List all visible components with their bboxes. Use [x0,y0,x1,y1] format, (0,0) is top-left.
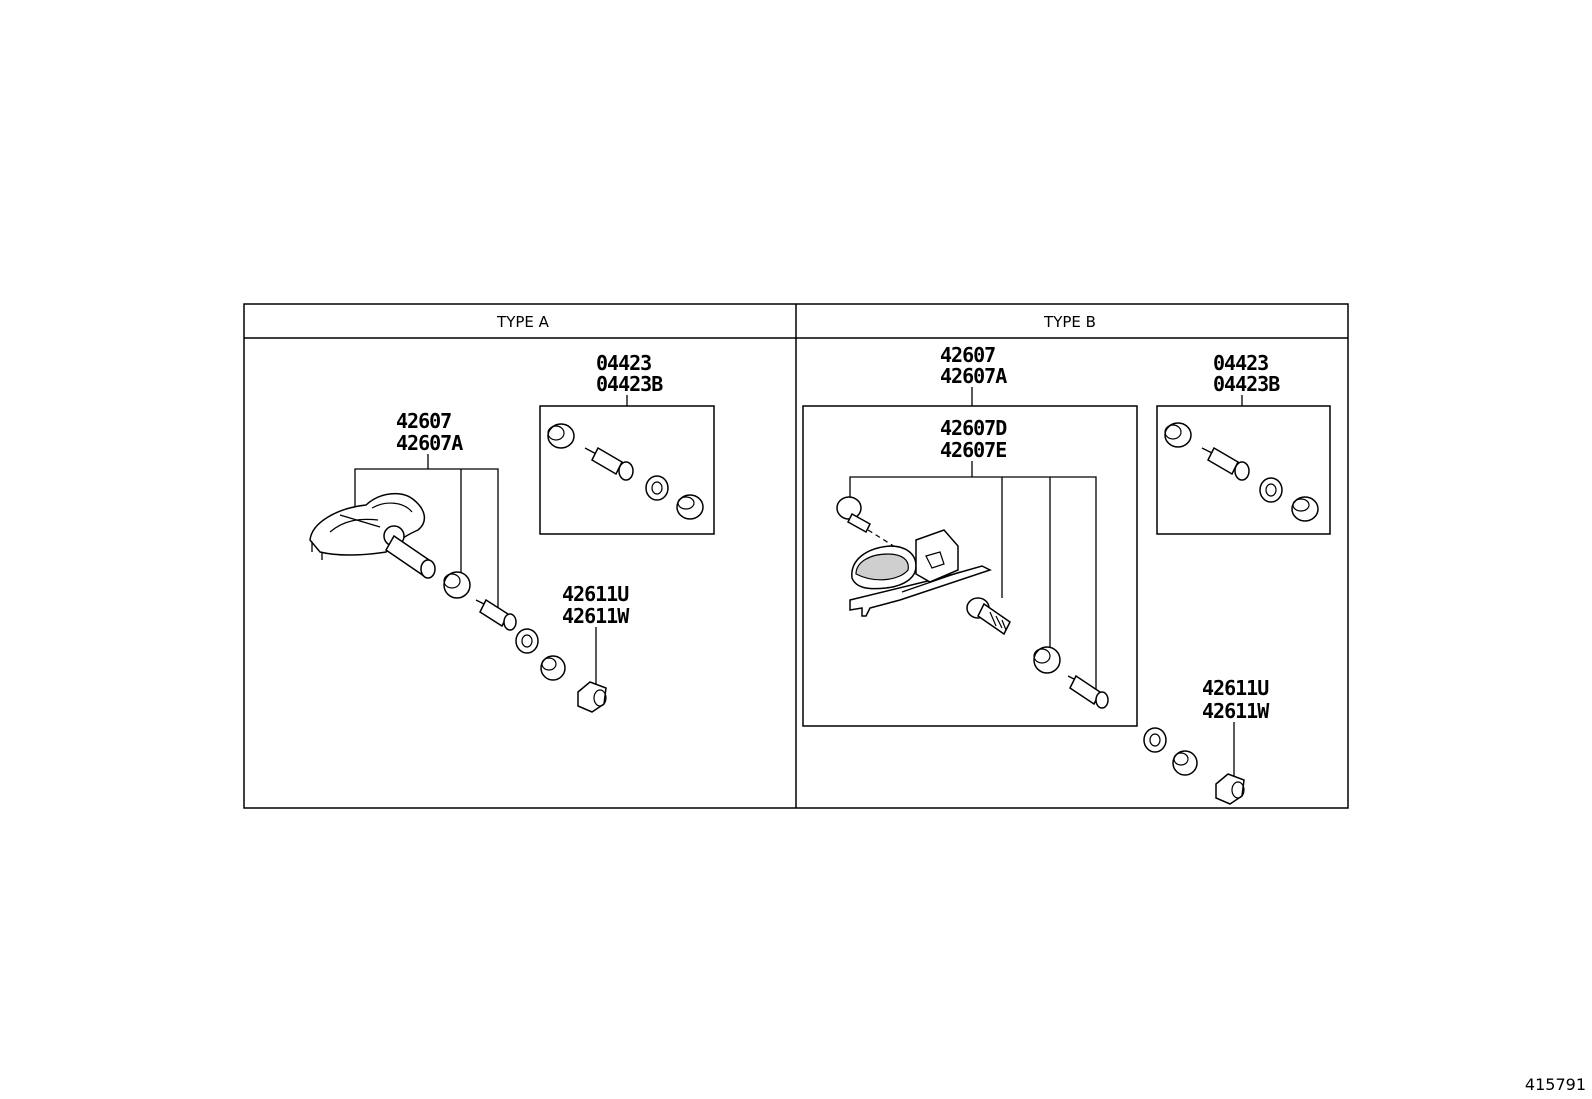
type-b-cap-label-1: 42611U [1202,676,1268,700]
type-b-nut [1172,750,1198,776]
type-a-washer [515,628,539,654]
diagram-frame [243,303,1349,809]
type-a-valve-kit-label-1: 04423 [596,351,651,375]
type-a-cap-label-2: 42611W [562,604,630,628]
type-a-valve-kit-grommet [547,423,575,449]
type-b-valve-kit-grommet [1164,422,1192,448]
type-a-valve-cap [577,681,607,713]
type-b-washer [1143,727,1167,753]
type-b-cap-label-2: 42611W [1202,699,1270,723]
type-b-valve-cap [1215,773,1245,805]
type-b-valve-kit-washer [1259,477,1283,503]
type-a-valve-core [475,598,517,631]
type-b-valve-kit-core [1201,446,1250,481]
type-a-sensor-label-1: 42607 [396,409,451,433]
type-a-panel: 04423 04423B 42607 42607A [309,351,715,713]
type-a-valve-kit-box [539,405,715,535]
figure-id: 415791 [1525,1075,1586,1094]
type-a-valve-kit-label-2: 04423B [596,372,663,396]
type-b-header: TYPE B [1043,313,1096,331]
type-b-sensor-box [802,405,1138,727]
type-b-grommet [1033,646,1061,674]
type-a-valve-kit-core [584,446,634,481]
type-a-grommet [443,571,471,599]
type-a-tpms-sensor [309,493,436,579]
type-a-nut [540,655,566,681]
type-b-sub-label-2: 42607E [940,438,1006,462]
type-b-panel: 42607 42607A 42607D 42607E [802,343,1331,805]
type-b-valve-core [1067,674,1109,709]
type-b-valve-stem [966,597,1011,636]
type-a-sensor-label-2: 42607A [396,431,463,455]
type-b-sensor-label-1: 42607 [940,343,995,367]
type-b-screw [836,496,901,551]
type-b-tpms-sensor [849,529,992,617]
type-a-cap-label-1: 42611U [562,582,628,606]
type-b-valve-kit-box [1156,405,1331,535]
type-b-sub-label-1: 42607D [940,416,1007,440]
type-b-valve-kit-nut [1291,496,1319,522]
type-b-valve-kit-label-1: 04423 [1213,351,1268,375]
type-b-valve-kit-label-2: 04423B [1213,372,1280,396]
type-a-valve-kit-nut [676,494,704,520]
type-a-header: TYPE A [496,313,550,331]
type-b-sensor-label-2: 42607A [940,364,1007,388]
type-a-valve-kit-washer [645,475,669,501]
